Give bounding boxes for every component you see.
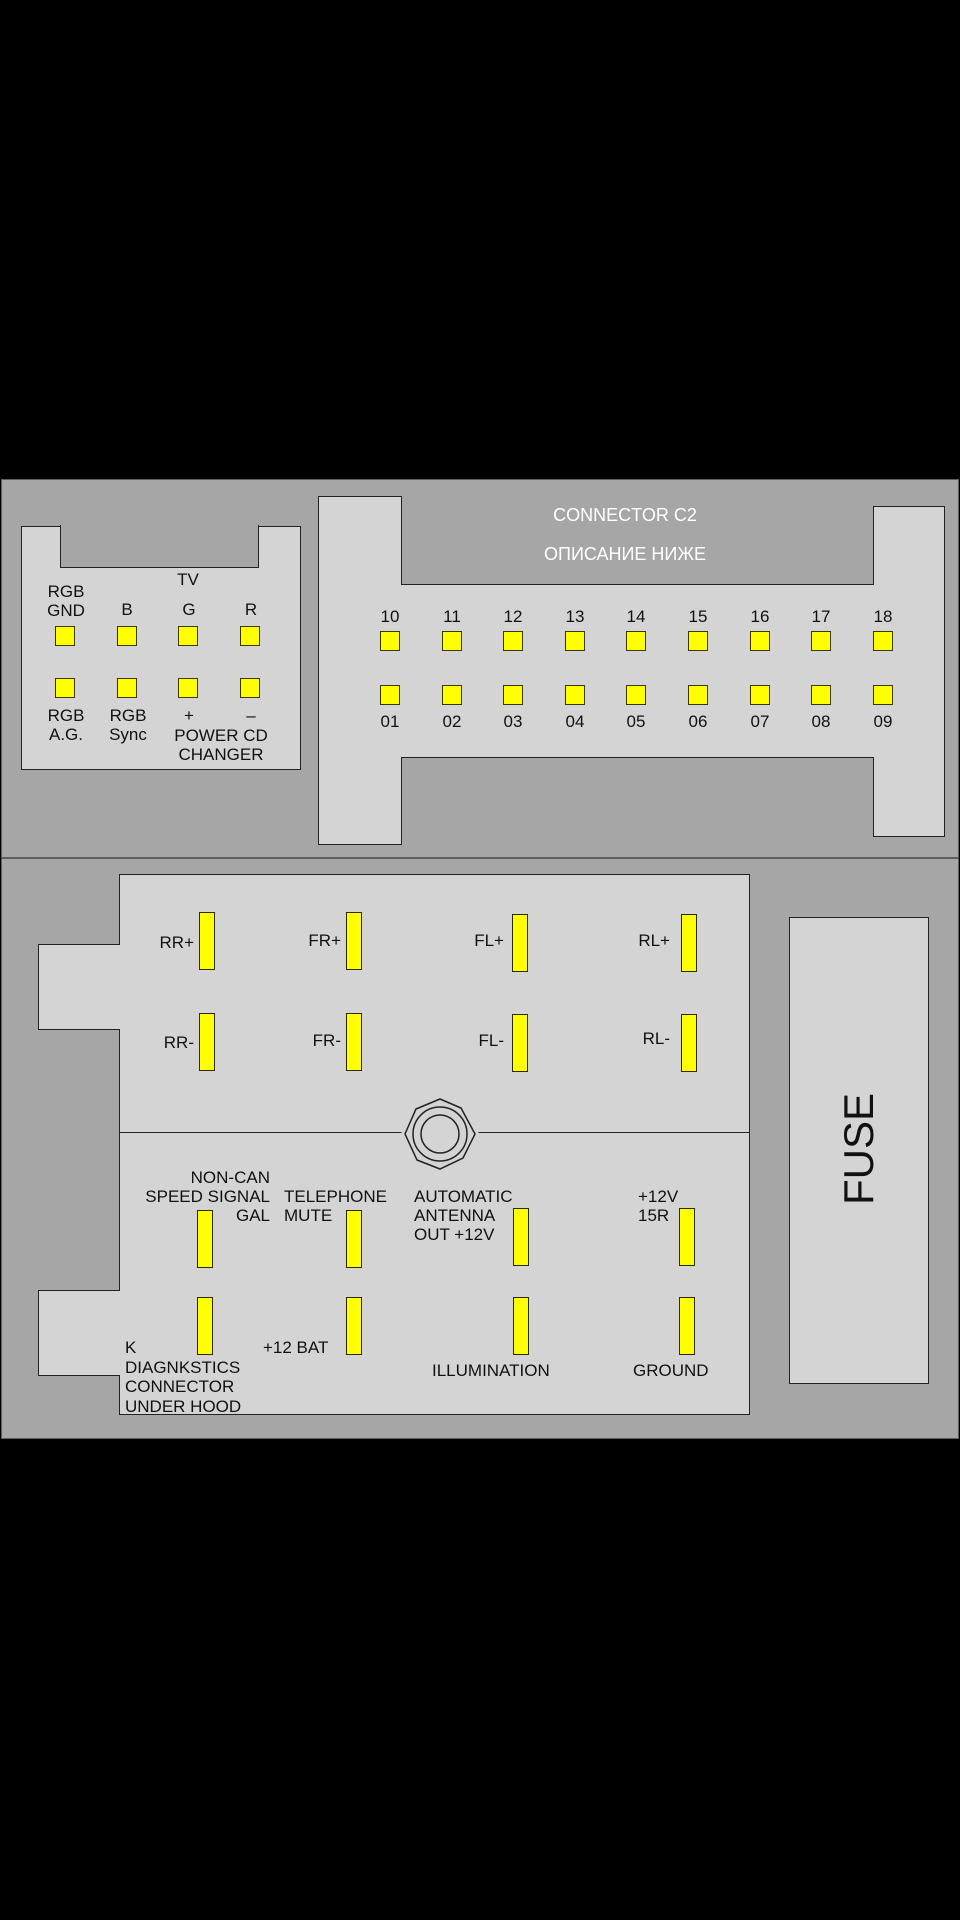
pin-antenna (513, 1208, 529, 1266)
pin-12v-15r (679, 1208, 695, 1266)
c2-pin-12 (503, 631, 523, 651)
c2-pin-number-08: 08 (811, 712, 831, 731)
c2-pin-02 (442, 685, 462, 705)
tv-label-minus: – (246, 706, 256, 725)
c2-pin-04 (565, 685, 585, 705)
label-rl-plus: RL+ (638, 931, 670, 950)
tv-label-g: G (182, 600, 196, 619)
c2-pin-number-06: 06 (688, 712, 708, 731)
label-fr-minus: FR- (312, 1031, 341, 1050)
c2-right-flange (873, 506, 945, 837)
pin-k-diagnostics (197, 1297, 213, 1355)
pin-rr-minus (199, 1013, 215, 1071)
c2-pin-number-13: 13 (565, 607, 585, 626)
c2-subtitle: ОПИСАНИЕ НИЖЕ (544, 544, 706, 564)
pin-fr-plus (346, 912, 362, 970)
screw-knob-icon (401, 1095, 479, 1173)
c2-pin-number-15: 15 (688, 607, 708, 626)
tv-connector-notch (61, 525, 258, 567)
label-fr-plus: FR+ (308, 931, 341, 950)
label-telephone-mute: TELEPHONE MUTE (284, 1187, 387, 1225)
tv-label-r: R (244, 600, 258, 619)
c2-pin-number-07: 07 (750, 712, 770, 731)
tv-label-rgb-ag: RGB A.G. (47, 706, 85, 744)
c2-pin-number-01: 01 (380, 712, 400, 731)
c2-pin-number-09: 09 (873, 712, 893, 731)
pin-fl-plus (512, 914, 528, 972)
pin-rl-minus (681, 1014, 697, 1072)
c2-pin-15 (688, 631, 708, 651)
c2-pin-number-10: 10 (380, 607, 400, 626)
c2-pin-number-14: 14 (626, 607, 646, 626)
pin-telephone-mute (346, 1210, 362, 1268)
c2-pin-03 (503, 685, 523, 705)
pin-rr-plus (199, 912, 215, 970)
fuse-label: FUSE (835, 1093, 882, 1206)
pin-12-bat (346, 1297, 362, 1355)
c2-left-flange (318, 496, 402, 845)
c2-pin-number-03: 03 (503, 712, 523, 731)
c2-pin-11 (442, 631, 462, 651)
label-12v-15r: +12V 15R (638, 1187, 679, 1225)
tv-pin-bottom-4 (240, 678, 260, 698)
c2-pin-05 (626, 685, 646, 705)
c2-pin-06 (688, 685, 708, 705)
label-fl-minus: FL- (478, 1031, 505, 1050)
c2-pin-17 (811, 631, 831, 651)
c2-pin-number-17: 17 (811, 607, 831, 626)
fuse-block (789, 917, 929, 1384)
left-tab-top (38, 944, 120, 1030)
pin-rl-plus (681, 914, 697, 972)
tv-label-b: B (121, 600, 133, 619)
left-tab-bottom (38, 1290, 120, 1376)
tv-notch-edge (60, 525, 259, 568)
c2-pin-18 (873, 631, 893, 651)
c2-pin-13 (565, 631, 585, 651)
label-rr-plus: RR+ (159, 933, 194, 952)
label-illumination: ILLUMINATION (432, 1361, 550, 1380)
pin-speed-signal (197, 1210, 213, 1268)
tv-pin-top-4 (240, 626, 260, 646)
c2-pin-number-02: 02 (442, 712, 462, 731)
label-fl-plus: FL+ (474, 931, 504, 950)
tv-label-rgb-gnd: RGB GND (47, 582, 85, 620)
label-12-bat: +12 BAT (263, 1338, 329, 1357)
tv-label-plus: + (184, 706, 194, 725)
tv-label-rgb-sync: RGB Sync (109, 706, 147, 744)
label-rl-minus: RL- (642, 1029, 670, 1048)
tv-pin-top-1 (55, 626, 75, 646)
c2-pin-number-12: 12 (503, 607, 523, 626)
c2-pin-number-18: 18 (873, 607, 893, 626)
c2-pin-07 (750, 685, 770, 705)
tv-pin-top-3 (178, 626, 198, 646)
pin-fr-minus (346, 1013, 362, 1071)
label-rr-minus: RR- (163, 1033, 194, 1052)
tv-label-power-cd-changer: POWER CD CHANGER (174, 726, 268, 764)
tv-pin-bottom-1 (55, 678, 75, 698)
c2-pin-09 (873, 685, 893, 705)
label-antenna: AUTOMATIC ANTENNA OUT +12V (414, 1187, 513, 1244)
tv-title: TV (177, 570, 199, 589)
label-ground: GROUND (633, 1361, 709, 1380)
label-speed-signal: NON-CAN SPEED SIGNAL GAL (145, 1168, 270, 1225)
pin-illumination (513, 1297, 529, 1355)
c2-pin-10 (380, 631, 400, 651)
c2-pin-14 (626, 631, 646, 651)
c2-pin-08 (811, 685, 831, 705)
c2-center-body (401, 584, 874, 758)
c2-title: CONNECTOR C2 (553, 505, 697, 525)
c2-pin-number-16: 16 (750, 607, 770, 626)
tv-pin-bottom-2 (117, 678, 137, 698)
c2-pin-number-05: 05 (626, 712, 646, 731)
pin-fl-minus (512, 1014, 528, 1072)
c2-pin-01 (380, 685, 400, 705)
tv-pin-top-2 (117, 626, 137, 646)
tv-pin-bottom-3 (178, 678, 198, 698)
c2-pin-16 (750, 631, 770, 651)
label-k-diagnostics: K DIAGNKSTICS CONNECTOR UNDER HOOD (125, 1338, 242, 1416)
c2-pin-number-11: 11 (443, 607, 461, 626)
pin-ground (679, 1297, 695, 1355)
c2-pin-number-04: 04 (565, 712, 585, 731)
